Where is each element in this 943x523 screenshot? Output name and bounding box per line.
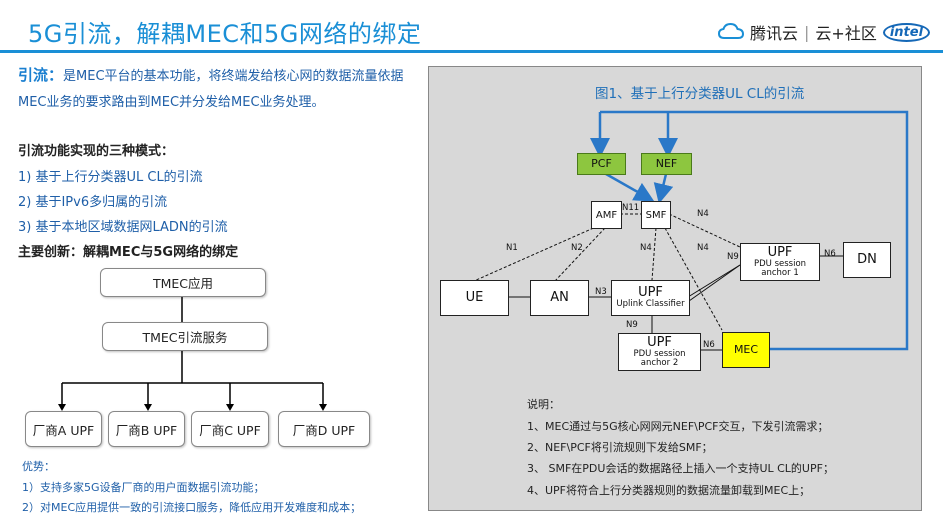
figure-note: 1、MEC通过与5G核心网网元NEF\PCF交互，下发引流需求； — [527, 420, 829, 433]
mode-item: 1) 基于上行分类器UL CL的引流 — [18, 170, 203, 185]
an-node: AN — [530, 280, 589, 316]
interface-label: N4 — [697, 243, 709, 253]
amf-node: AMF — [591, 201, 622, 229]
title-underline — [0, 50, 943, 53]
vendor-upf-box: 厂商D UPF — [278, 411, 370, 447]
interface-label: N9 — [626, 320, 638, 330]
upf-ulcl-label: UPF — [638, 285, 663, 301]
pcf-node: PCF — [577, 153, 626, 175]
mode-item: 2) 基于IPv6多归属的引流 — [18, 195, 168, 210]
upf-anchor1-node: UPF PDU session anchor 1 — [740, 243, 820, 281]
vendor-upf-box: 厂商B UPF — [108, 411, 185, 447]
brand-community: 云+社区 — [815, 24, 877, 43]
interface-label: N1 — [506, 243, 518, 253]
vendor-upf-box: 厂商C UPF — [191, 411, 269, 447]
vendor-upf-box: 厂商A UPF — [25, 411, 102, 447]
upf-ulcl-sublabel: Uplink Classifier — [616, 299, 685, 310]
interface-label: N3 — [595, 287, 607, 297]
upf-ulcl-node: UPF Uplink Classifier — [611, 280, 690, 316]
nef-node: NEF — [641, 153, 692, 175]
figure-note: 4、UPF将符合上行分类器规则的数据流量卸载到MEC上； — [527, 484, 811, 497]
page-title: 5G引流，解耦MEC和5G网络的绑定 — [28, 20, 422, 48]
upf-anchor2-sublabel: PDU session anchor 2 — [633, 348, 686, 369]
interface-label: N4 — [640, 243, 652, 253]
interface-label: N11 — [622, 203, 640, 213]
brand-tencent: 腾讯云 — [750, 24, 799, 43]
intel-logo: intel — [882, 22, 931, 42]
brand-logos: 腾讯云 | 云+社区 intel — [718, 20, 931, 44]
figure-notes-heading: 说明： — [527, 398, 560, 411]
intro-text: 是MEC平台的基本功能，将终端发给核心网的数据流量依据MEC业务的要求路由到ME… — [18, 69, 404, 110]
tmec-app-box: TMEC应用 — [100, 268, 266, 297]
tmec-diversion-service-box: TMEC引流服务 — [102, 322, 268, 351]
ue-node: UE — [440, 280, 509, 316]
figure-note: 3、 SMF在PDU会话的数据路径上插入一个支持UL CL的UPF； — [527, 462, 834, 475]
tree-connectors — [58, 295, 327, 411]
brand-separator: | — [804, 22, 810, 42]
interface-label: N9 — [727, 252, 739, 262]
interface-label: N4 — [697, 209, 709, 219]
advantage-item: 2）对MEC应用提供一致的引流接口服务，降低应用开发难度和成本； — [22, 501, 362, 514]
modes-heading: 引流功能实现的三种模式： — [18, 144, 175, 159]
upf-anchor1-label: UPF — [767, 244, 793, 260]
figure-note: 2、NEF\PCF将引流规则下发给SMF； — [527, 441, 713, 454]
intro-paragraph: 引流：是MEC平台的基本功能，将终端发给核心网的数据流量依据MEC业务的要求路由… — [18, 62, 418, 116]
mode-item: 3) 基于本地区域数据网LADN的引流 — [18, 220, 228, 235]
upf-anchor1-sublabel: PDU session anchor 1 — [753, 258, 807, 279]
tencent-cloud-icon — [718, 23, 744, 39]
advantages-heading: 优势： — [22, 460, 55, 473]
figure-title: 图1、基于上行分类器UL CL的引流 — [595, 86, 805, 102]
advantage-item: 1）支持多家5G设备厂商的用户面数据引流功能； — [22, 481, 265, 494]
interface-label: N6 — [824, 249, 836, 259]
interface-label: N6 — [703, 340, 715, 350]
smf-node: SMF — [641, 201, 671, 229]
dn-node: DN — [843, 242, 891, 278]
interface-label: N2 — [571, 243, 583, 253]
intro-label: 引流： — [18, 66, 64, 84]
upf-anchor2-label: UPF — [647, 334, 672, 350]
innovation-heading: 主要创新：解耦MEC与5G网络的绑定 — [18, 245, 239, 260]
mec-node: MEC — [722, 332, 770, 368]
upf-anchor2-node: UPF PDU session anchor 2 — [618, 333, 701, 371]
